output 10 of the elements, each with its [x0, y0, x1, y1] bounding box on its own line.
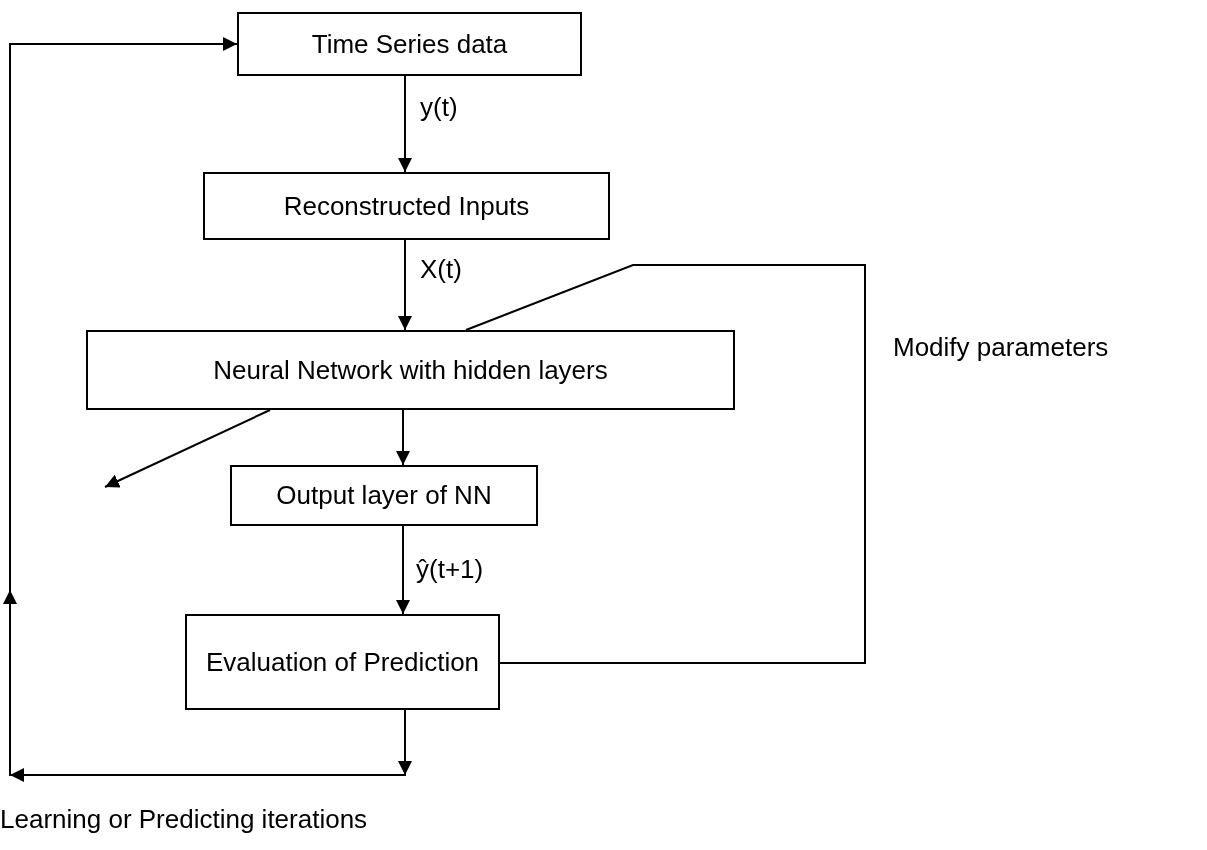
- box-label: Neural Network with hidden layers: [213, 354, 608, 386]
- process-box: [237, 12, 582, 76]
- box-label: Time Series data: [311, 28, 508, 60]
- box-label: Output layer of NN: [276, 480, 492, 511]
- process-box: [230, 465, 538, 526]
- box-label: Evaluation of Prediction: [205, 646, 480, 678]
- box-label: Reconstructed Inputs: [283, 190, 530, 222]
- process-box: [203, 172, 610, 240]
- process-box: [185, 614, 500, 710]
- process-box: [86, 330, 735, 410]
